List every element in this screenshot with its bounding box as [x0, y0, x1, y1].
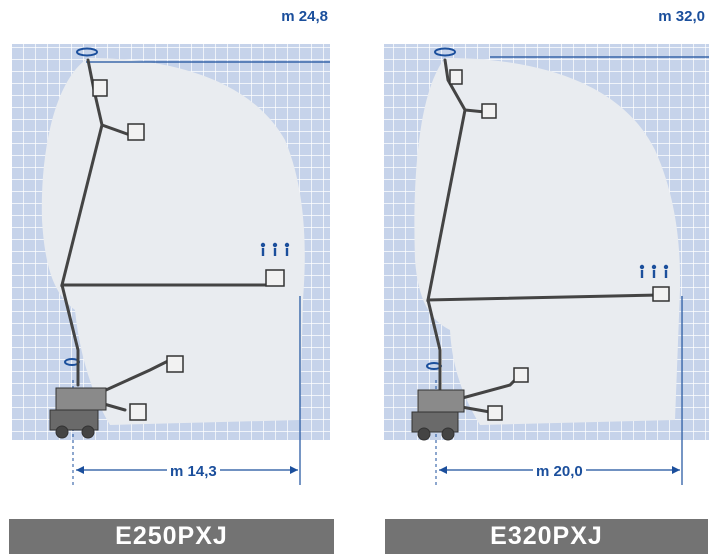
max-height-label: m 24,8 — [281, 8, 328, 25]
working-envelope-diagram — [12, 44, 330, 485]
max-outreach-label: m 14,3 — [167, 463, 220, 480]
platform-basket-icon — [449, 69, 670, 421]
boom-illustration — [60, 58, 272, 412]
working-envelope — [414, 58, 681, 425]
model-name-bar: E320PXJ — [385, 519, 708, 554]
panel-e250pxj: m 24,8 m 14,3 E250PXJ — [0, 0, 350, 554]
platform-basket-icon — [92, 79, 285, 421]
person-icon — [639, 264, 669, 278]
rotation-icon — [76, 47, 98, 57]
person-icon — [260, 242, 290, 256]
max-height-label: m 32,0 — [658, 8, 705, 25]
model-name-bar: E250PXJ — [9, 519, 334, 554]
rotation-icon — [434, 47, 456, 57]
working-envelope-diagram — [384, 44, 709, 485]
machine-base — [411, 389, 465, 441]
max-outreach-label: m 20,0 — [533, 463, 586, 480]
working-envelope — [41, 58, 305, 425]
panel-e320pxj: m 32,0 m 20,0 E320PXJ — [370, 0, 719, 554]
machine-base — [49, 387, 107, 439]
